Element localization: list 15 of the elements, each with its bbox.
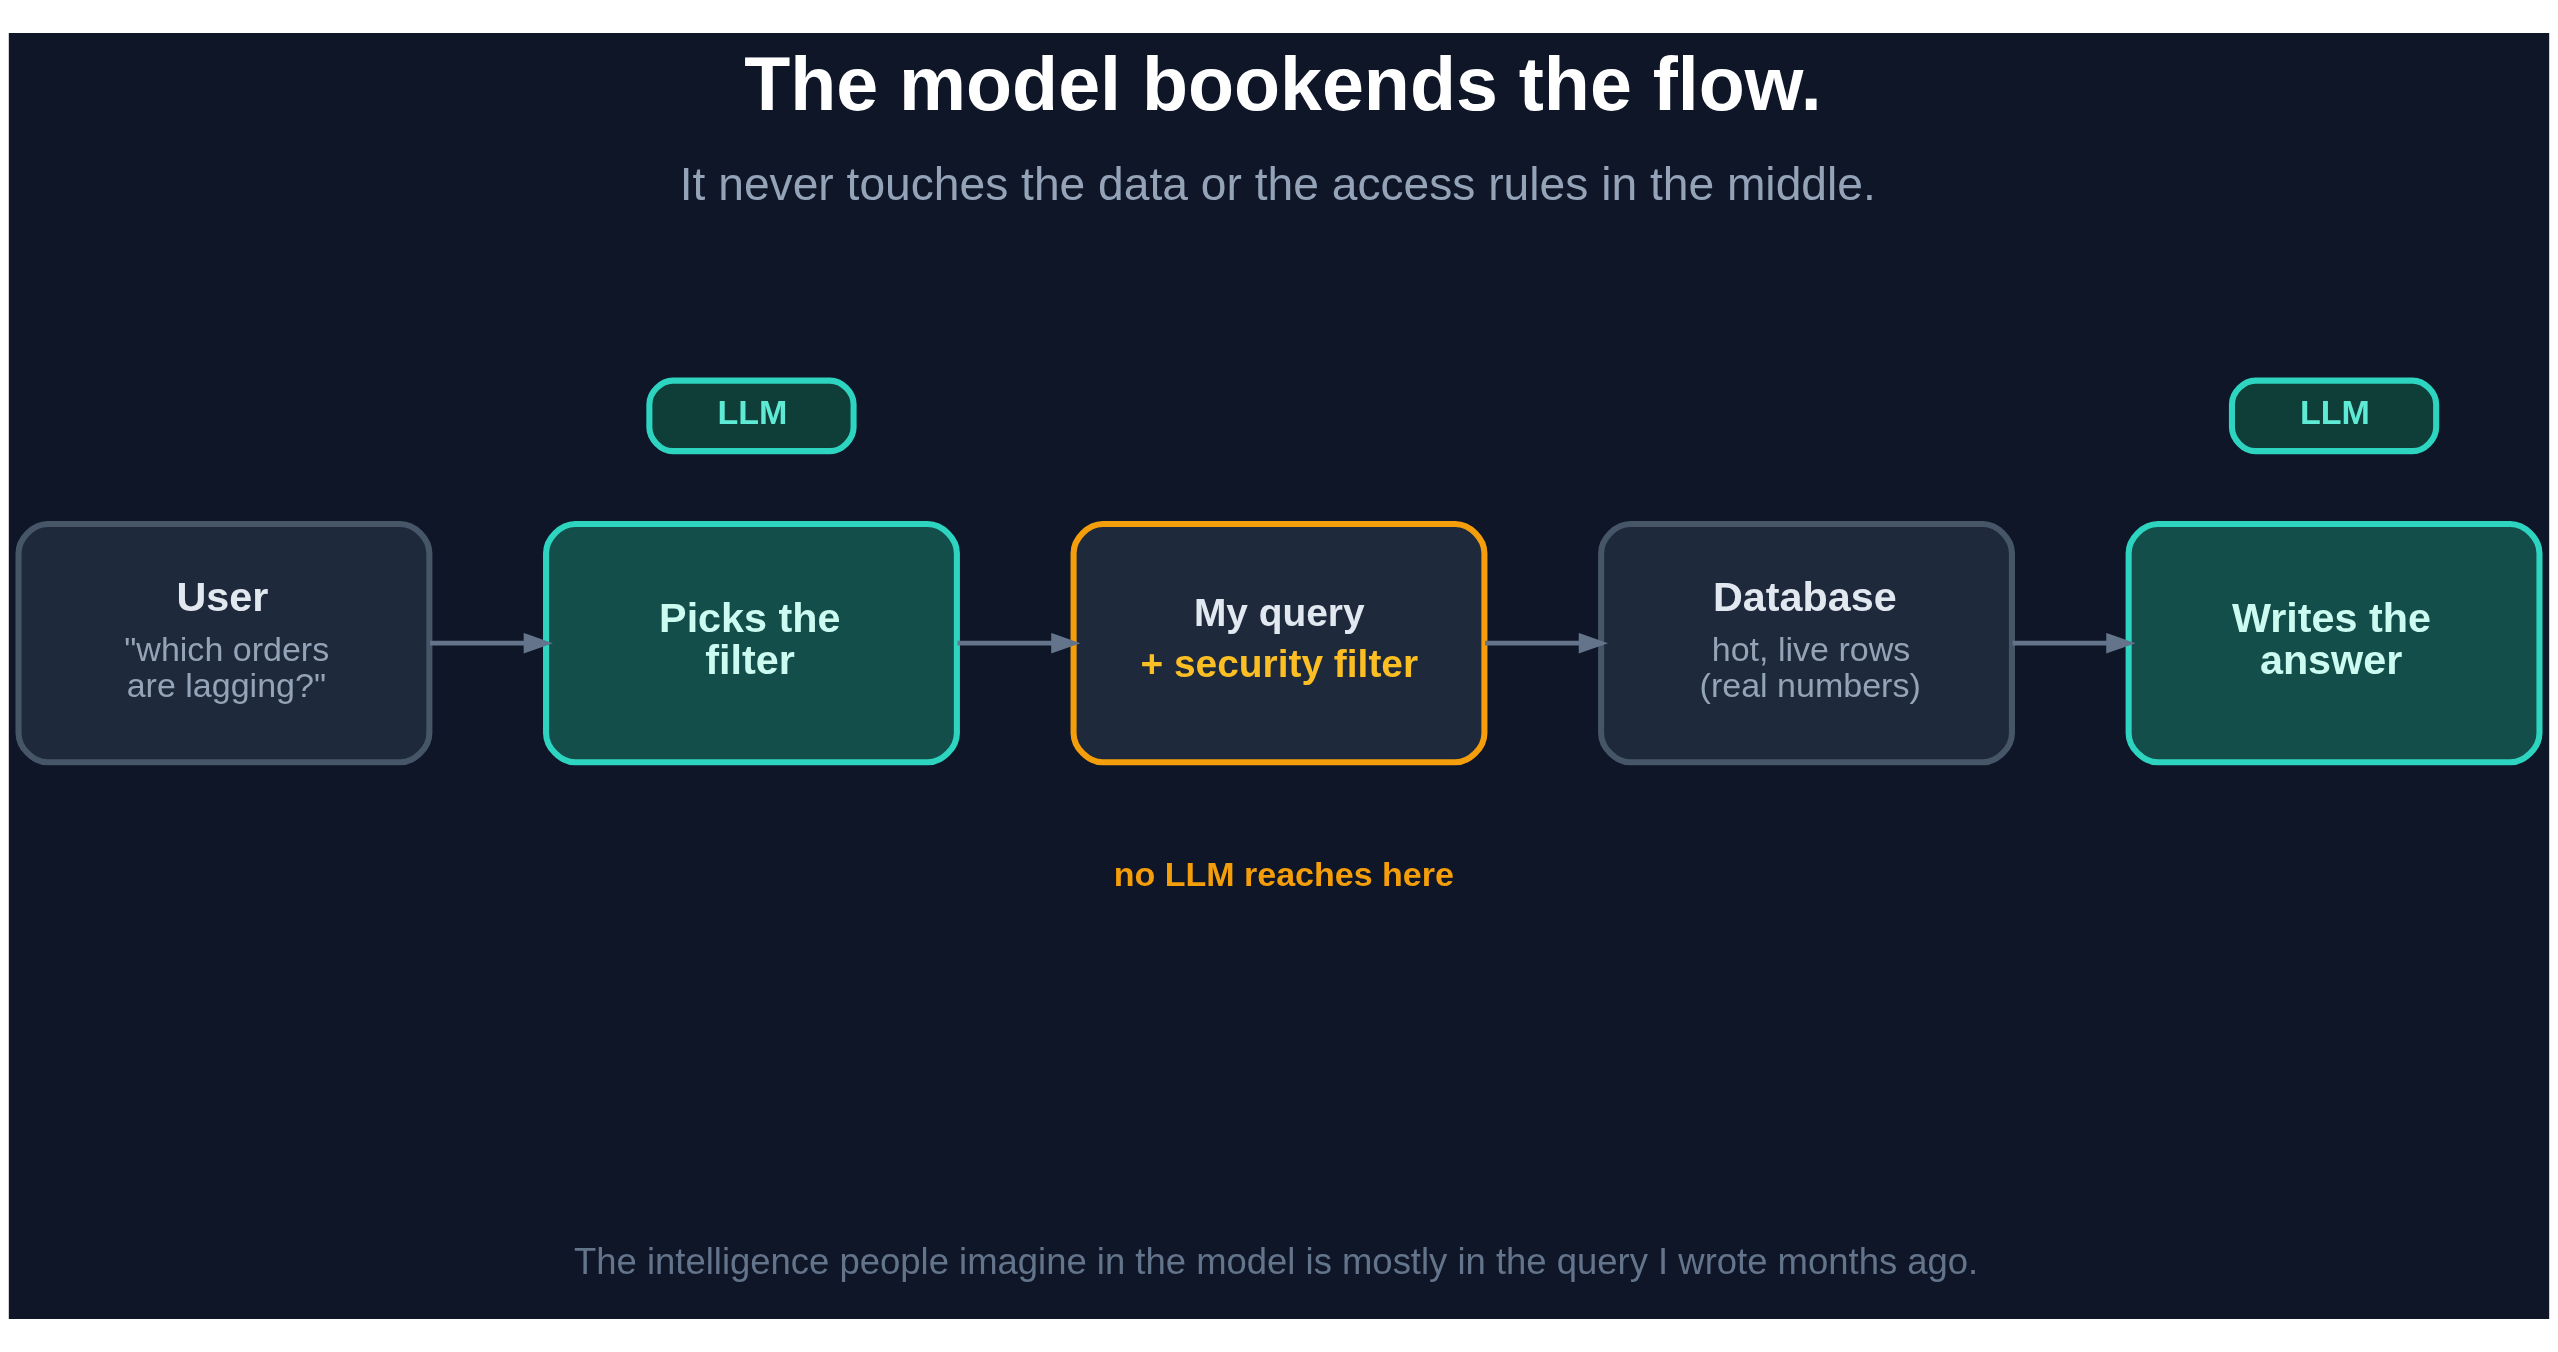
node-box: LLM [2228,377,2440,455]
node-box: User "which orders are lagging?" [15,521,433,766]
arrow [957,632,1081,654]
node-box: My query + security filter [1070,521,1488,766]
caption: The intelligence people imagine in the model is mostly in the query I wrote months ago. [574,1241,1979,1283]
node-box: Database hot, live rows (real numbers) [1598,521,2015,766]
node-box: LLM [646,377,857,455]
arrow [430,632,553,654]
node-label: no LLM reaches here [1113,854,1454,893]
arrow [1485,632,1608,654]
node-box: Picks the filter [543,521,960,766]
diagram-title: The model bookends the flow. [744,42,1822,127]
node-box: Writes the answer [2125,521,2543,766]
label: It never touches the data or the access rules in the middle. [679,158,1876,211]
arrow [2012,632,2136,654]
